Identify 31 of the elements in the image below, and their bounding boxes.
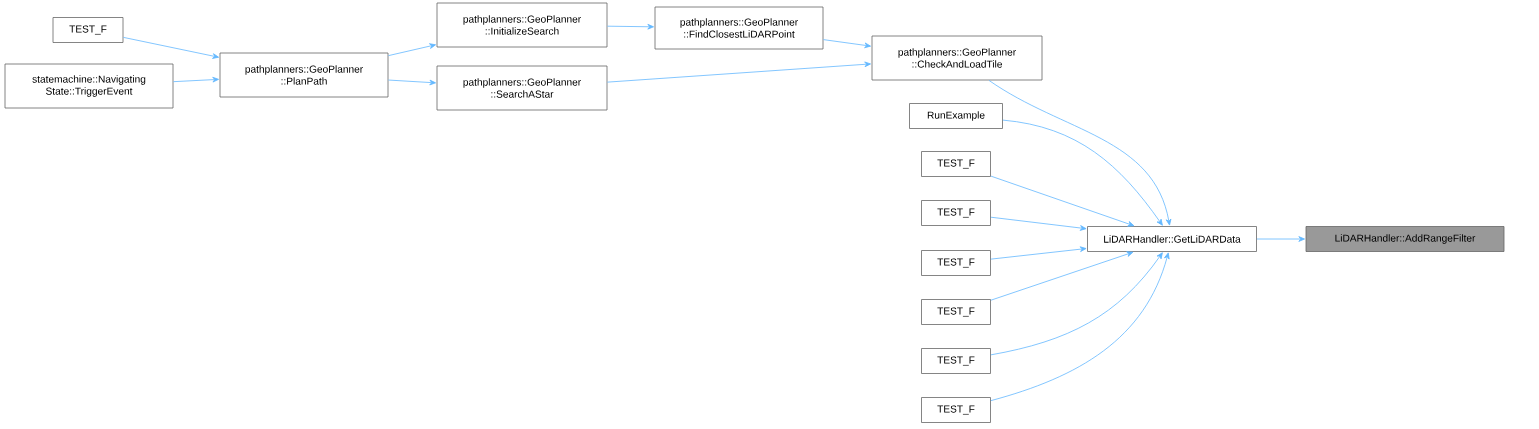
function-box: statemachine::Navigating State::TriggerEvent: [4, 63, 174, 109]
function-box: TEST_F: [921, 397, 991, 423]
arrow: [990, 216, 1087, 231]
function-box: pathplanners::GeoPlanner ::InitializeSearch: [436, 2, 608, 48]
arrow: [388, 43, 436, 57]
arrow: [607, 23, 654, 30]
arrow: [1002, 119, 1163, 226]
function-box: RunExample: [909, 103, 1003, 129]
function-box: TEST_F: [921, 299, 991, 325]
function-box: TEST_F: [921, 250, 991, 276]
arrow: [990, 252, 1170, 402]
arrow: [990, 252, 1163, 356]
arrow: [173, 76, 219, 83]
arrow: [990, 175, 1135, 227]
function-box: TEST_F: [921, 200, 991, 226]
function-box: TEST_F: [921, 151, 991, 177]
function-box: TEST_F: [52, 17, 124, 43]
arrow: [823, 39, 871, 49]
arrow: [1256, 236, 1305, 242]
function-box: LiDARHandler::GetLiDARData: [1087, 226, 1257, 252]
arrow: [990, 246, 1087, 260]
function-box: pathplanners::GeoPlanner ::SearchAStar: [436, 65, 608, 111]
arrow: [123, 36, 219, 59]
function-box: pathplanners::GeoPlanner ::FindClosestLiDARPoint: [654, 6, 824, 50]
arrow: [388, 79, 436, 86]
function-box: pathplanners::GeoPlanner ::PlanPath: [219, 52, 389, 98]
function-box: pathplanners::GeoPlanner ::CheckAndLoadTile: [871, 35, 1043, 81]
function-box: TEST_F: [921, 348, 991, 374]
function-box: LiDARHandler::AddRangeFilter: [1305, 226, 1505, 252]
arrow: [990, 251, 1134, 301]
arrow: [607, 61, 871, 83]
